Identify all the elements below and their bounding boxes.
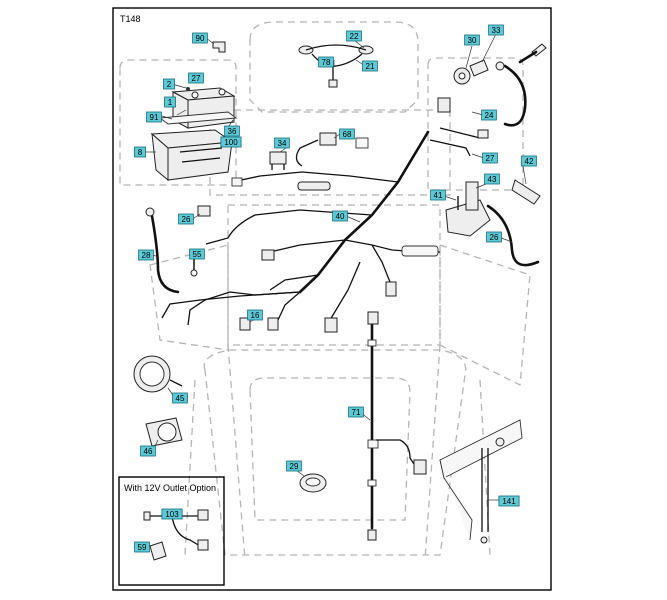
callout-label: 22 (350, 32, 359, 41)
callout-label: 46 (144, 447, 153, 456)
callout-label: 30 (468, 36, 477, 45)
callout-26: 26 (178, 213, 194, 225)
callout-label: 16 (251, 311, 260, 320)
relay (269, 151, 287, 170)
callout-label: 45 (176, 394, 185, 403)
callout-40: 40 (332, 210, 348, 222)
callout-16: 16 (247, 309, 263, 321)
callout-22: 22 (346, 30, 362, 42)
callout-27: 27 (482, 152, 498, 164)
callout-33: 33 (488, 24, 504, 36)
bracket (212, 41, 226, 53)
callout-43: 43 (484, 173, 500, 185)
callout-label: 91 (150, 113, 159, 122)
callout-label: 24 (485, 111, 494, 120)
outlet-cap (149, 541, 167, 561)
callout-55: 55 (189, 248, 205, 260)
callout-78: 78 (318, 56, 334, 68)
pto-wire-harness (367, 311, 427, 541)
callout-28: 28 (138, 249, 154, 261)
callout-label: 103 (165, 510, 179, 519)
callout-label: 29 (290, 462, 299, 471)
diagram-frame (112, 7, 552, 591)
callout-71: 71 (348, 406, 364, 418)
callout-24: 24 (481, 109, 497, 121)
switch (239, 317, 251, 331)
battery-hold-down (158, 111, 238, 125)
headlight-harness (298, 44, 374, 88)
seat-switch-bracket (439, 419, 523, 544)
battery-tray (150, 129, 234, 182)
callout-26: 26 (486, 231, 502, 243)
callout-21: 21 (362, 60, 378, 72)
callout-label: 141 (502, 497, 516, 506)
power-outlet (145, 417, 183, 447)
ground-strap (486, 179, 541, 267)
ground-cable (145, 207, 180, 294)
callout-label: 33 (492, 26, 501, 35)
callout-label: 28 (142, 251, 151, 260)
battery-cable (495, 43, 547, 127)
fuse-holder (197, 205, 211, 217)
callout-46: 46 (140, 445, 156, 457)
callout-label: 78 (322, 58, 331, 67)
callout-label: 68 (343, 130, 352, 139)
callout-8: 8 (134, 146, 146, 158)
callout-59: 59 (134, 541, 150, 553)
callout-label: 21 (366, 62, 375, 71)
callout-label: 40 (336, 212, 345, 221)
main-wire-harness (161, 97, 489, 333)
callout-label: 100 (224, 138, 238, 147)
callout-41: 41 (430, 189, 446, 201)
ignition-module (295, 132, 369, 167)
callout-34: 34 (274, 137, 290, 149)
callout-36: 36 (224, 125, 240, 137)
callout-45: 45 (172, 392, 188, 404)
callout-100: 100 (220, 136, 242, 148)
callout-label: 59 (138, 543, 147, 552)
callout-29: 29 (286, 460, 302, 472)
callout-2: 2 (163, 78, 175, 90)
callout-141: 141 (498, 495, 520, 507)
callout-label: 36 (228, 127, 237, 136)
callout-68: 68 (339, 128, 355, 140)
callout-1: 1 (164, 96, 176, 108)
callout-label: 26 (490, 233, 499, 242)
battery (171, 87, 236, 129)
callout-label: 43 (488, 175, 497, 184)
callout-layer: 90 22 78 21 33 30 2 27 1 91 36 100 8 34 68 24 27 42 41 43 26… (134, 24, 537, 553)
callout-label: 8 (138, 148, 143, 157)
inset-title: With 12V Outlet Option (124, 483, 216, 493)
inset-box (118, 476, 225, 586)
callout-label: 71 (352, 408, 361, 417)
callout-27: 27 (188, 72, 204, 84)
callout-label: 34 (278, 139, 287, 148)
seat-switch (299, 473, 327, 493)
callout-91: 91 (146, 111, 162, 123)
figure-code: T148 (120, 14, 141, 24)
callout-label: 27 (192, 74, 201, 83)
callout-label: 55 (193, 250, 202, 259)
starter-bracket (445, 181, 491, 237)
callout-label: 27 (486, 154, 495, 163)
callout-label: 41 (434, 191, 443, 200)
callout-90: 90 (192, 32, 208, 44)
callout-label: 26 (182, 215, 191, 224)
callout-103: 103 (161, 508, 183, 520)
solenoid (453, 59, 489, 85)
callout-30: 30 (464, 34, 480, 46)
callout-label: 42 (525, 157, 534, 166)
hour-meter (133, 355, 183, 393)
callout-label: 1 (168, 98, 173, 107)
callout-label: 2 (167, 80, 172, 89)
callout-label: 90 (196, 34, 205, 43)
callout-42: 42 (521, 155, 537, 167)
